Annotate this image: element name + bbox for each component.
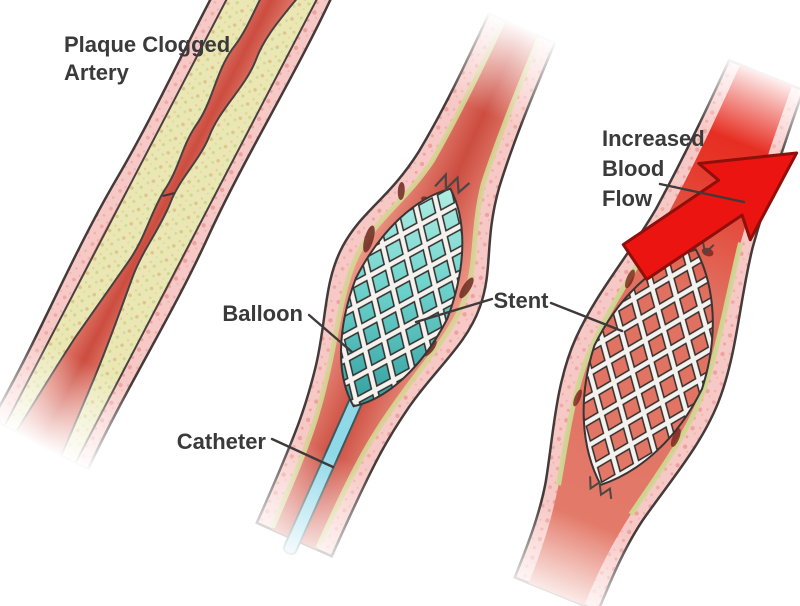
leader-line-stent-left: [414, 297, 494, 324]
stent-wire-ends-bottom: [589, 476, 613, 499]
artery-fade: [458, 482, 680, 606]
label-balloon: Balloon: [222, 301, 303, 326]
label-flow-line-3: Flow: [602, 186, 653, 211]
plaque-layer-left: [3, 0, 282, 434]
artery-fade: [0, 325, 151, 481]
stent-mesh: [546, 227, 750, 507]
compressed-plaque-lines: [269, 20, 542, 549]
label-flow-line-1: Increased: [602, 126, 705, 151]
stent-wire-ends: [434, 171, 471, 195]
label-stent: Stent: [494, 288, 550, 313]
increased-flow-arrow: [621, 151, 799, 281]
artery-fade: [401, 0, 606, 150]
artery-fade: [201, 416, 416, 600]
clogged-artery: [0, 0, 335, 481]
leader-line-stent-right: [549, 301, 624, 333]
plaque-crack: [162, 192, 175, 198]
leader-line-flow: [658, 182, 746, 204]
label-flow-line-2: Blood: [602, 156, 664, 181]
label-catheter: Catheter: [177, 429, 267, 454]
stent-mesh-on-balloon: [307, 168, 497, 427]
leader-line-catheter: [270, 437, 335, 469]
title-line-2: Artery: [64, 60, 130, 85]
balloon-artery: [201, 0, 606, 600]
title-line-1: Plaque Clogged: [64, 32, 230, 57]
leader-line-balloon: [307, 313, 354, 354]
balloon-outline: [340, 187, 464, 408]
artery-fade: [646, 33, 800, 181]
blood-lumen: [4, 0, 323, 464]
